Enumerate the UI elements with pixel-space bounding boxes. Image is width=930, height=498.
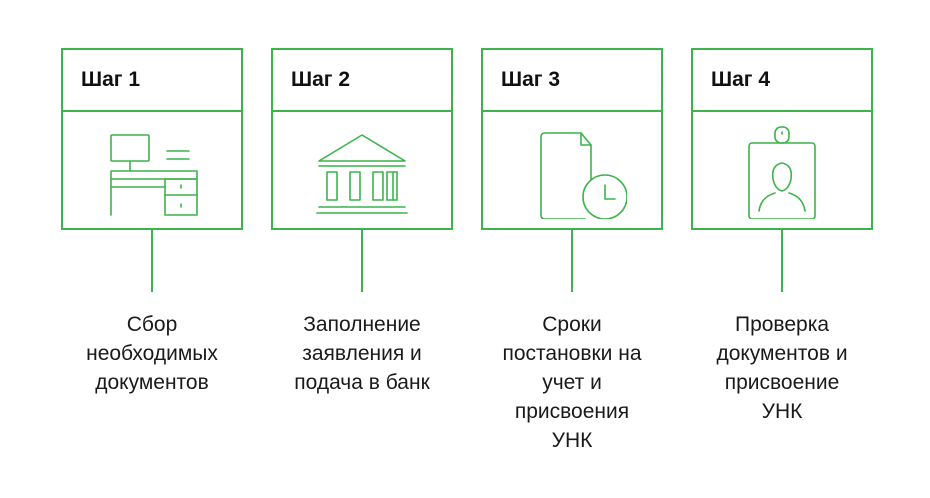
step-header: Шаг 3	[483, 50, 661, 112]
step-header: Шаг 4	[693, 50, 871, 112]
step-1: Шаг 1 Сбор	[61, 48, 243, 394]
step-4: Шаг 4 Проверка документов и присвоение У…	[691, 48, 873, 423]
step-2: Шаг 2 Заполнение заявления и	[271, 48, 453, 394]
step-connector	[571, 230, 573, 292]
step-card: Шаг 4	[691, 48, 873, 230]
step-title: Шаг 1	[81, 68, 141, 91]
step-description: Сбор необходимых документов	[86, 313, 218, 394]
step-card: Шаг 2	[271, 48, 453, 230]
bank-building-icon	[273, 112, 451, 226]
step-title: Шаг 2	[291, 68, 351, 91]
step-connector	[781, 230, 783, 292]
desk-computer-icon	[63, 112, 241, 226]
step-header: Шаг 1	[63, 50, 241, 112]
document-clock-icon	[483, 112, 661, 226]
step-connector	[151, 230, 153, 292]
step-title: Шаг 4	[711, 68, 771, 91]
step-3: Шаг 3 Сроки постановки на учет и присвое…	[481, 48, 663, 452]
step-title: Шаг 3	[501, 68, 561, 91]
step-description: Заполнение заявления и подача в банк	[294, 313, 430, 394]
step-card: Шаг 1	[61, 48, 243, 230]
step-connector	[361, 230, 363, 292]
step-header: Шаг 2	[273, 50, 451, 112]
id-badge-icon	[693, 112, 871, 226]
step-card: Шаг 3	[481, 48, 663, 230]
step-description: Проверка документов и присвоение УНК	[716, 313, 848, 423]
step-description: Сроки постановки на учет и присвоения УН…	[502, 313, 642, 452]
